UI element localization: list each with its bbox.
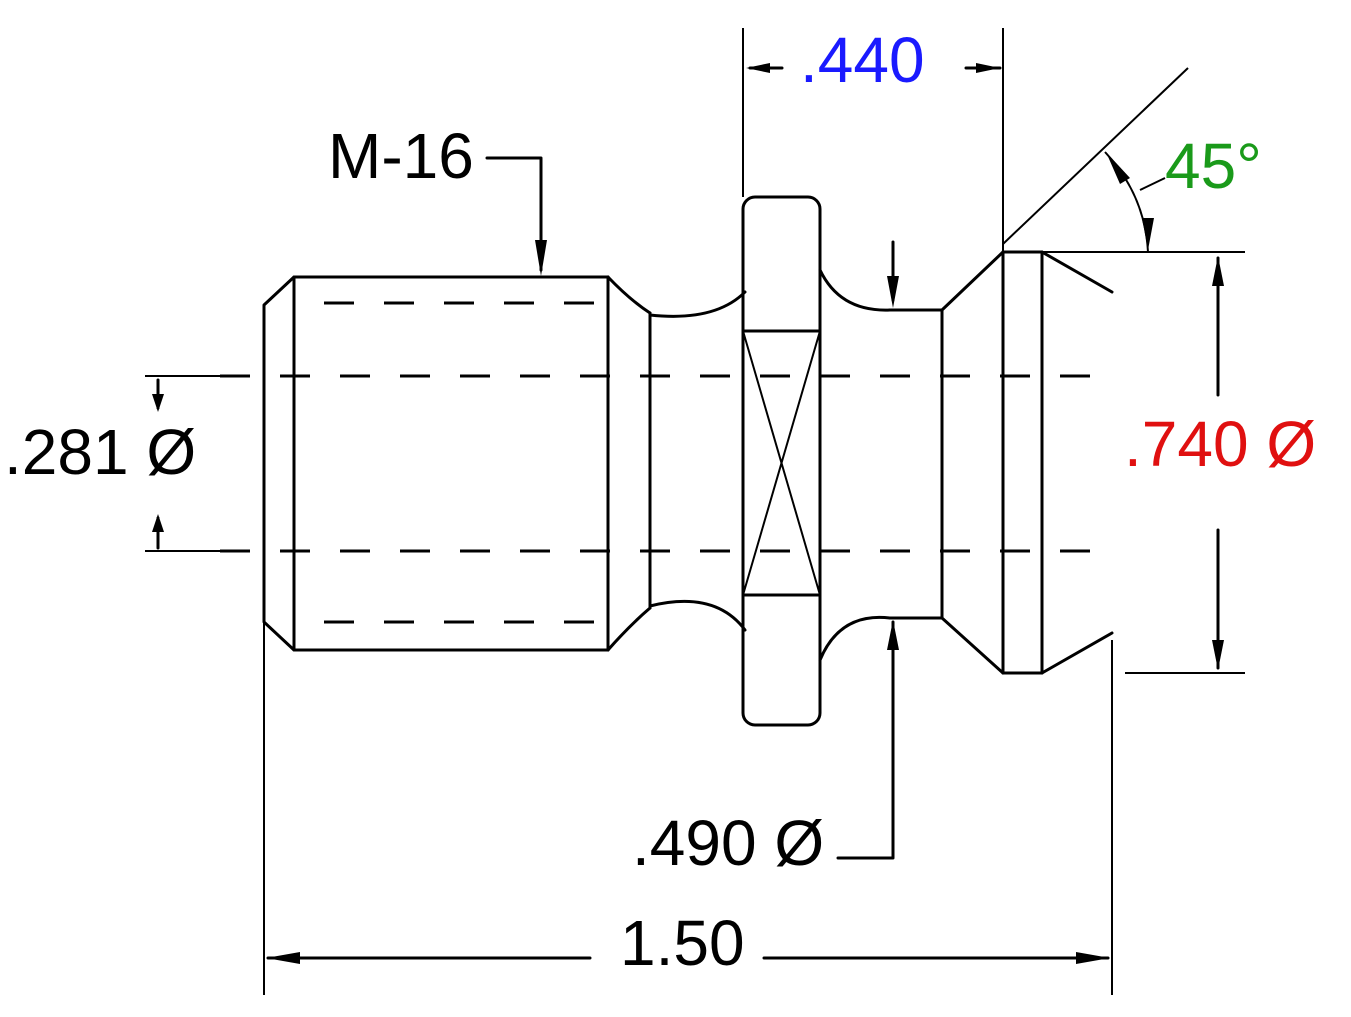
taper-bottom — [940, 616, 1005, 675]
thread-relief-top — [606, 275, 652, 315]
label-head-diameter: .740 Ø — [1124, 408, 1316, 480]
dim-740-arrow-top — [1212, 256, 1224, 286]
label-flange-width: .440 — [800, 24, 925, 96]
angle-arc — [1104, 151, 1149, 253]
dim-490-arrow-bottom — [887, 620, 899, 650]
flange-flat-cross-2 — [742, 330, 821, 596]
flange — [741, 195, 822, 727]
label-bore-diameter: .281 Ø — [4, 416, 196, 488]
taper-top — [940, 250, 1005, 312]
thread-section-outline — [262, 275, 610, 652]
dim-490-arrow-top — [887, 276, 899, 308]
neck-arc-top-left — [648, 290, 747, 318]
dim-490-leader — [836, 620, 895, 860]
head-chamfer-bottom — [1040, 631, 1114, 675]
extension-lines — [145, 28, 1245, 995]
dimension-labels: M-16 .440 45° .281 Ø .740 Ø .490 Ø 1.50 — [4, 24, 1316, 979]
label-overall-length: 1.50 — [620, 907, 745, 979]
neck-arc-bottom-right — [818, 615, 892, 662]
angle-arrow-top — [1106, 152, 1130, 184]
label-angle: 45° — [1165, 130, 1262, 202]
label-thread-spec: M-16 — [328, 120, 474, 192]
dim-150-arrow-left — [266, 952, 300, 964]
dim-281-arrow-top — [152, 394, 164, 412]
dim-281-arrow-bottom — [152, 514, 164, 532]
angle-arrow-bottom — [1142, 218, 1154, 250]
ext-angle-line — [1002, 67, 1189, 245]
thread-relief-bottom — [606, 606, 652, 652]
dim-440-arrow-left — [746, 63, 770, 73]
part-outline — [262, 195, 1114, 727]
neck-arc-top-right — [818, 268, 892, 312]
dimension-lines — [152, 63, 1224, 964]
dim-150-arrow-right — [1076, 952, 1110, 964]
thread-leader-arrow — [535, 240, 547, 276]
label-neck-diameter: .490 Ø — [632, 807, 824, 879]
neck-arc-bottom-left — [648, 599, 747, 632]
head-chamfer-top — [1040, 250, 1114, 294]
angle-label-leader — [1139, 177, 1166, 191]
hidden-lines — [220, 301, 1115, 624]
thread-leader — [485, 156, 543, 272]
dim-440-arrow-right — [976, 63, 1000, 73]
dim-740-arrow-bottom — [1212, 640, 1224, 670]
